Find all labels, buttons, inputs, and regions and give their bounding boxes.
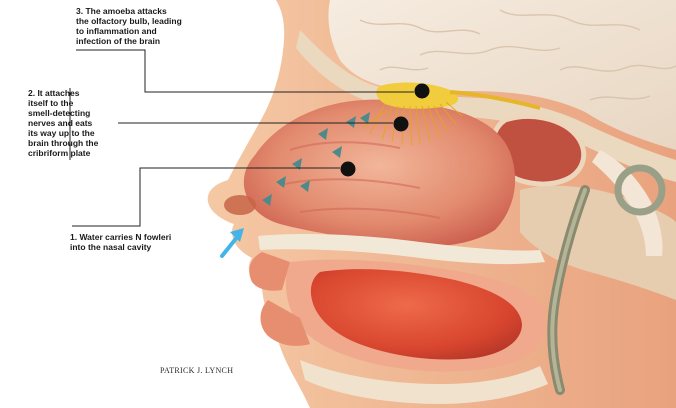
marker-cribriform-plate	[394, 117, 409, 132]
marker-nasal-cavity	[341, 162, 356, 177]
callout-step-2: 2. It attaches itself to the smell-detec…	[28, 88, 118, 158]
callout-step-3: 3. The amoeba attacks the olfactory bulb…	[76, 6, 226, 46]
nostril	[224, 195, 256, 215]
illustrator-credit: PATRICK J. LYNCH	[160, 366, 233, 375]
marker-olfactory-bulb	[415, 84, 430, 99]
callout-step-1: 1. Water carries N fowleri into the nasa…	[70, 232, 220, 252]
